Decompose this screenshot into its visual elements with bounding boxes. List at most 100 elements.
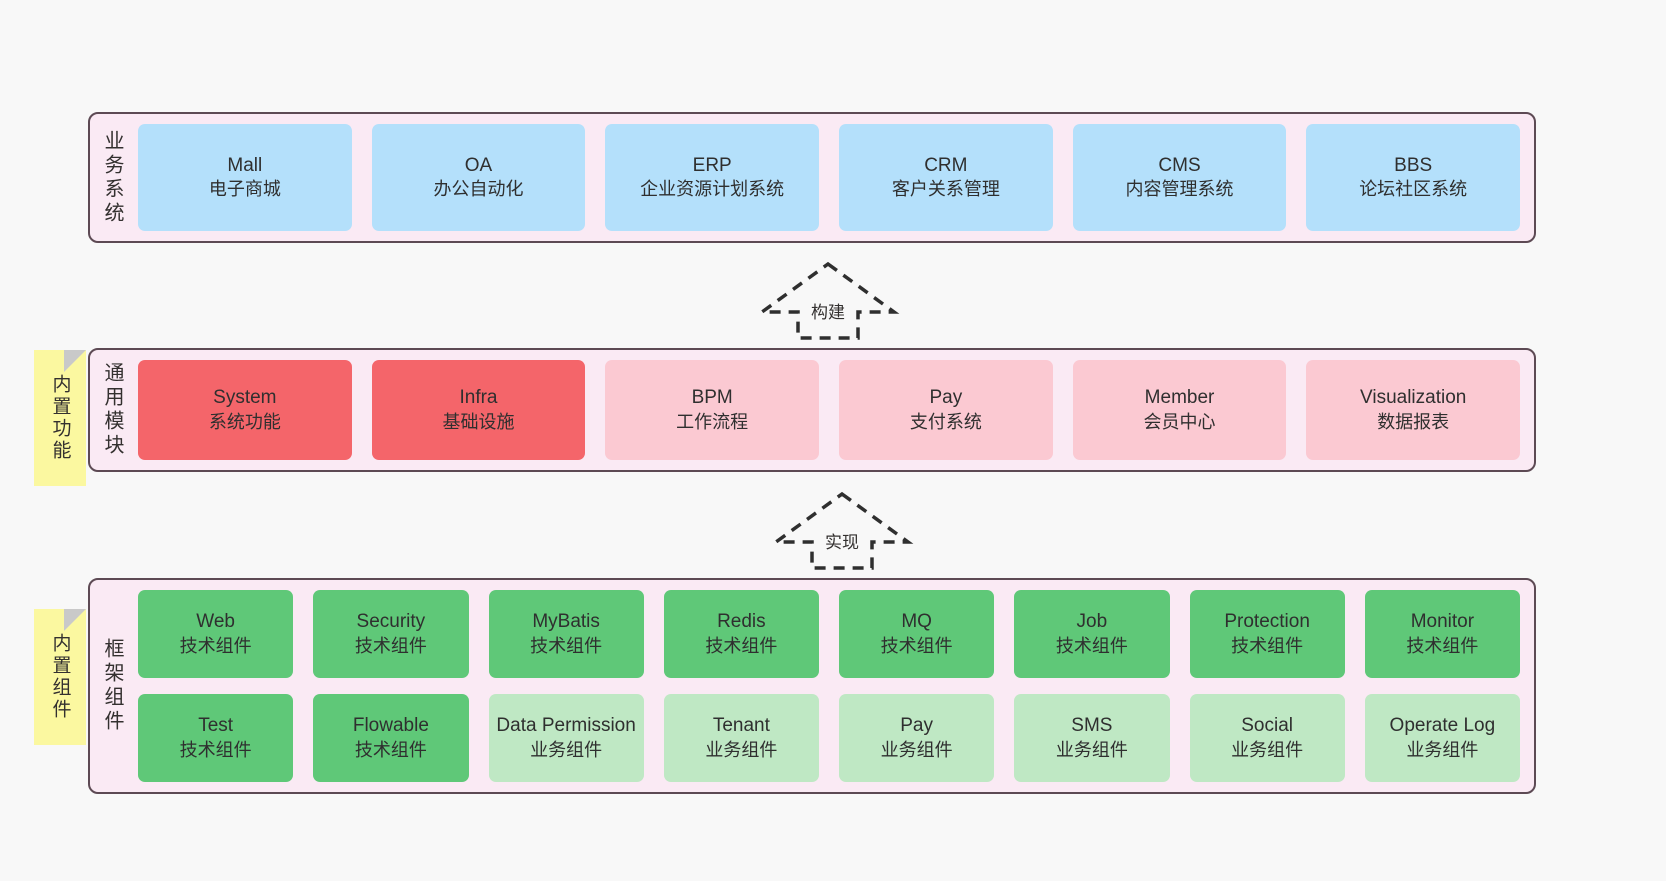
component-name: Data Permission <box>496 715 636 737</box>
component-desc: 电子商城 <box>208 179 281 200</box>
component-desc: 业务组件 <box>1231 739 1304 760</box>
component-name: Infra <box>459 387 498 409</box>
component-desc: 基础设施 <box>442 411 515 432</box>
component-name: Redis <box>717 611 766 633</box>
note-builtin-features-label: 内置功能 <box>49 374 71 462</box>
component-desc: 技术组件 <box>354 635 427 656</box>
component-name: MQ <box>901 611 932 633</box>
component-name: Pay <box>929 387 963 409</box>
component-desc: 技术组件 <box>705 635 778 656</box>
component-name: Pay <box>900 715 933 737</box>
component-desc: 数据报表 <box>1377 411 1450 432</box>
component-desc: 技术组件 <box>1406 635 1479 656</box>
component-name: Test <box>198 715 234 737</box>
component-name: Tenant <box>712 715 770 737</box>
component-card-crm[interactable]: CRM 客户关系管理 <box>839 124 1053 231</box>
component-name: System <box>213 387 277 409</box>
component-desc: 技术组件 <box>880 635 953 656</box>
component-desc: 系统功能 <box>208 411 281 432</box>
component-name: BPM <box>691 387 733 409</box>
note-builtin-features: 内置功能 <box>34 350 86 486</box>
component-card-erp[interactable]: ERP 企业资源计划系统 <box>605 124 820 231</box>
component-desc: 技术组件 <box>1231 635 1304 656</box>
component-name: OA <box>464 154 493 176</box>
component-card-cms[interactable]: CMS 内容管理系统 <box>1072 124 1287 231</box>
component-name: ERP <box>692 154 732 176</box>
component-desc: 业务组件 <box>1055 739 1128 760</box>
connector-implement-label: 实现 <box>823 528 861 553</box>
connector-implement: 实现 <box>770 490 914 572</box>
layer-title-framework-components: 框架组件 <box>101 638 123 734</box>
layer-title-business-systems: 业务系统 <box>101 129 123 226</box>
component-name: Web <box>196 611 235 633</box>
component-name: Member <box>1144 387 1215 409</box>
component-desc: 内容管理系统 <box>1125 179 1234 200</box>
component-name: Visualization <box>1360 387 1467 409</box>
component-name: BBS <box>1394 154 1433 176</box>
component-desc: 论坛社区系统 <box>1359 179 1468 200</box>
component-desc: 业务组件 <box>705 739 778 760</box>
note-builtin-components-label: 内置组件 <box>49 633 71 721</box>
component-desc: 技术组件 <box>179 635 252 656</box>
component-card-mall[interactable]: Mall 电子商城 <box>138 124 352 231</box>
note-builtin-components: 内置组件 <box>34 609 86 745</box>
component-name: Job <box>1076 611 1108 633</box>
component-name: Mall <box>227 154 263 176</box>
component-desc: 技术组件 <box>354 739 427 760</box>
component-name: CMS <box>1158 154 1201 176</box>
component-desc: 支付系统 <box>909 411 982 432</box>
component-card-bbs[interactable]: BBS 论坛社区系统 <box>1306 124 1521 231</box>
component-desc: 业务组件 <box>1406 739 1479 760</box>
component-desc: 业务组件 <box>880 739 953 760</box>
component-name: Flowable <box>352 715 429 737</box>
component-name: CRM <box>924 154 968 176</box>
component-desc: 客户关系管理 <box>891 179 1000 200</box>
component-desc: 业务组件 <box>530 739 603 760</box>
component-desc: 工作流程 <box>676 411 749 432</box>
component-desc: 会员中心 <box>1143 411 1216 432</box>
layer-title-common-modules: 通用模块 <box>101 362 123 458</box>
component-name: Security <box>356 611 426 633</box>
component-name: MyBatis <box>532 611 600 633</box>
component-name: SMS <box>1071 715 1113 737</box>
component-name: Operate Log <box>1389 715 1496 737</box>
connector-build-label: 构建 <box>809 298 847 323</box>
component-desc: 企业资源计划系统 <box>640 179 785 200</box>
component-name: Social <box>1241 715 1293 737</box>
component-desc: 技术组件 <box>179 739 252 760</box>
component-desc: 技术组件 <box>1055 635 1128 656</box>
